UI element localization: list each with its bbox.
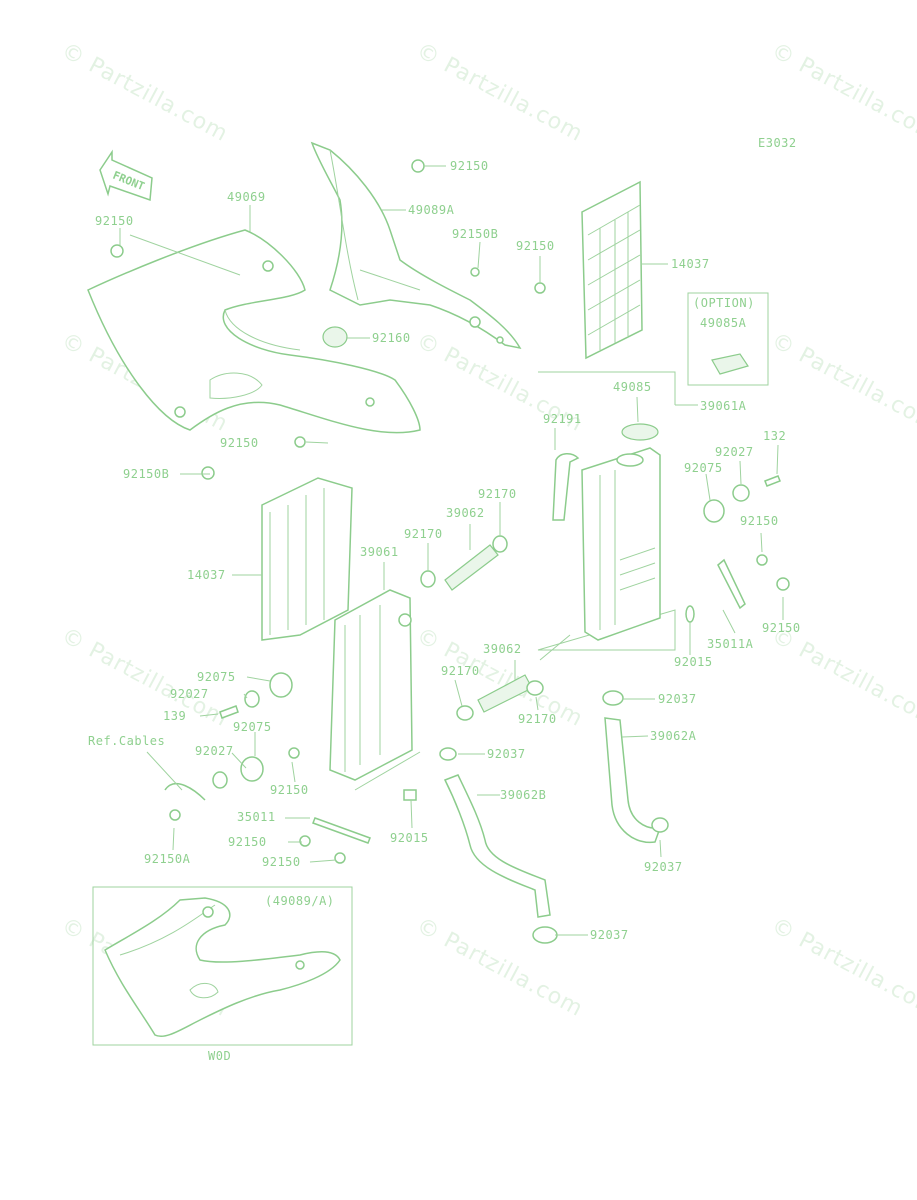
watermark: © Partzilla.com: [767, 38, 917, 147]
callout-label: 92075: [684, 461, 723, 475]
callout-label: 39062: [446, 506, 485, 520]
radiator-grille-upper: [581, 180, 643, 360]
callout-labels: 92150 49069 92150 49089A 92150B 92150 14…: [95, 159, 801, 942]
callout-label: 49085: [613, 380, 652, 394]
option-title: (OPTION): [693, 296, 755, 310]
watermark: © Partzilla.com: [412, 623, 587, 732]
callout-label: 92015: [674, 655, 713, 669]
callout-label: 39062: [483, 642, 522, 656]
callout-label: 132: [763, 429, 786, 443]
watermark: © Partzilla.com: [57, 38, 232, 147]
callout-label: 92150: [740, 514, 779, 528]
callout-label: 92037: [590, 928, 629, 942]
callout-label: 92150: [516, 239, 555, 253]
small-parts: [110, 159, 790, 944]
callout-label: 92037: [644, 860, 683, 874]
callout-label: 92037: [658, 692, 697, 706]
callout-label: 39061A: [700, 399, 747, 413]
callout-label: 92170: [404, 527, 443, 541]
watermark: © Partzilla.com: [767, 913, 917, 1022]
callout-label: 139: [163, 709, 186, 723]
watermark: © Partzilla.com: [412, 38, 587, 147]
callout-label: 92037: [487, 747, 526, 761]
callout-label: 92150: [228, 835, 267, 849]
callout-label: 39061: [360, 545, 399, 559]
callout-label: 49089A: [408, 203, 455, 217]
callout-label: 35011A: [707, 637, 754, 651]
inset-title: (49089/A): [265, 894, 335, 908]
radiator-right-assembly: [537, 371, 676, 661]
callout-label: 92027: [715, 445, 754, 459]
option-box: (OPTION) 49085A: [687, 292, 769, 386]
watermark: © Partzilla.com: [412, 913, 587, 1022]
radiator-grille-lower: [261, 477, 353, 641]
callout-label: 92150: [262, 855, 301, 869]
front-arrow-icon: FRONT: [99, 149, 153, 202]
callout-label: 92075: [197, 670, 236, 684]
callout-label: 92150: [762, 621, 801, 635]
callout-label: 92170: [441, 664, 480, 678]
callout-label: 92150: [220, 436, 259, 450]
callout-label: 92150: [450, 159, 489, 173]
option-part: 49085A: [700, 316, 747, 330]
callout-label: 92160: [372, 331, 411, 345]
callout-label: 92150A: [144, 852, 191, 866]
callout-label: 39062B: [500, 788, 546, 802]
diagram-code: E3032: [758, 136, 797, 150]
watermark: © Partzilla.com: [767, 623, 917, 732]
leader-lines: [119, 165, 784, 936]
callout-label: 35011: [237, 810, 276, 824]
callout-label: 92027: [195, 744, 234, 758]
callout-label: 92150: [95, 214, 134, 228]
watermark: © Partzilla.com: [767, 328, 917, 437]
callout-label: 92150: [270, 783, 309, 797]
inset-caption: W0D: [208, 1049, 231, 1063]
radiator-left: [329, 589, 421, 791]
callout-label: 92150B: [123, 467, 169, 481]
callout-label: 92150B: [452, 227, 498, 241]
callout-label: 92170: [478, 487, 517, 501]
callout-label: 49069: [227, 190, 266, 204]
callout-label: 92015: [390, 831, 429, 845]
callout-label: 14037: [671, 257, 710, 271]
ref-note: Ref.Cables: [88, 734, 165, 748]
callout-label: 92170: [518, 712, 557, 726]
callout-label: 39062A: [650, 729, 697, 743]
radiator-shroud-right: [310, 141, 522, 350]
callout-label: 92075: [233, 720, 272, 734]
watermarks: © Partzilla.com © Partzilla.com © Partzi…: [57, 38, 917, 1022]
callout-label: 14037: [187, 568, 226, 582]
hoses: [443, 544, 662, 918]
radiator-shroud-left: [87, 229, 421, 434]
inset-box: (49089/A) W0D: [92, 886, 353, 1063]
callout-label: 92191: [543, 412, 582, 426]
callout-label: 92027: [170, 687, 209, 701]
